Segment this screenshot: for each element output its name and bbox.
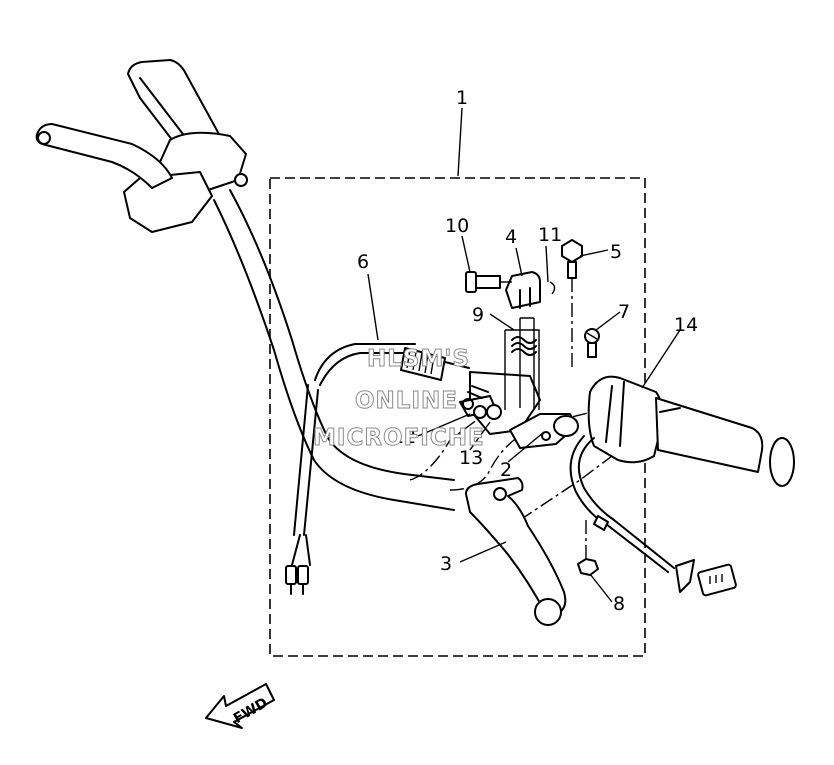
callout-8: 8 — [613, 593, 625, 615]
screw-7 — [584, 328, 600, 358]
callout-5: 5 — [610, 241, 622, 263]
callout-14: 14 — [674, 314, 698, 336]
cable-adjuster — [400, 347, 470, 381]
callout-13: 13 — [459, 447, 483, 469]
clamp-bracket — [505, 271, 556, 408]
nut-8 — [577, 520, 599, 576]
nuts-12-13 — [467, 385, 502, 420]
leader-lines — [367, 107, 681, 603]
watermark: HLSM'S ONLINE MICROFICHE — [313, 346, 485, 452]
callout-3: 3 — [440, 553, 452, 575]
clutch-lever — [465, 477, 567, 626]
watermark-line-2: ONLINE — [355, 388, 458, 414]
callout-2: 2 — [500, 459, 512, 481]
bolt-5 — [561, 239, 583, 368]
left-grip-assembly — [35, 59, 248, 233]
switch-assembly — [587, 375, 795, 487]
watermark-line-1: HLSM'S — [367, 346, 470, 372]
switch-harness — [569, 435, 737, 597]
callout-4: 4 — [505, 226, 517, 248]
assembly-boundary — [269, 177, 646, 657]
callout-12: 12 — [392, 426, 416, 448]
lever-holder — [459, 371, 579, 449]
watermark-line-3: MICROFICHE — [313, 425, 485, 451]
callout-11: 11 — [538, 224, 562, 246]
spring-9 — [504, 329, 540, 410]
clutch-cable — [285, 343, 416, 595]
callout-7: 7 — [618, 301, 630, 323]
bolt-10 — [465, 271, 512, 293]
callout-10: 10 — [445, 215, 469, 237]
callout-1: 1 — [456, 87, 468, 109]
callout-6: 6 — [357, 251, 369, 273]
fwd-arrow: FWD — [205, 683, 275, 729]
callout-9: 9 — [472, 304, 484, 326]
